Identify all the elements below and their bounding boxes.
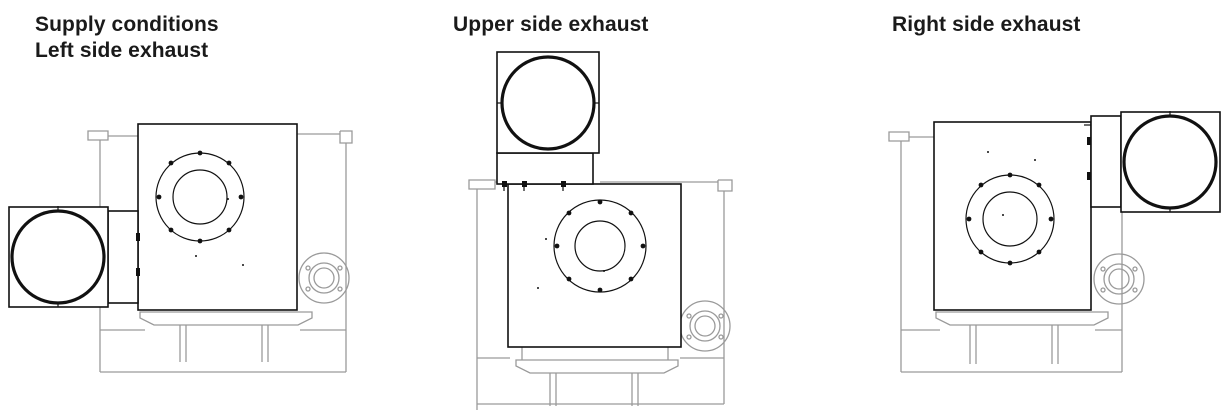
right-flange-bolts	[966, 172, 1054, 266]
left-connecting-duct	[107, 210, 139, 304]
right-frame-outline	[888, 131, 1145, 373]
supply-conditions-label: Supply conditions	[35, 13, 219, 36]
left-inner-port	[172, 169, 228, 225]
upper-exhaust-heading: Upper side exhaust	[453, 12, 649, 38]
left-exhaust-box	[8, 206, 109, 308]
right-exhaust-heading: Right side exhaust	[892, 12, 1081, 38]
right-connecting-duct	[1090, 115, 1122, 208]
upper-flange-bolts	[554, 199, 646, 293]
upper-frame-outline	[468, 179, 733, 410]
left-exhaust-heading: Supply conditions Left side exhaust	[35, 12, 219, 64]
right-exhaust-box	[1120, 111, 1221, 213]
left-side-exhaust-drawing	[8, 123, 353, 373]
upper-exhaust-box	[496, 51, 600, 154]
right-side-exhaust-label: Right side exhaust	[892, 13, 1081, 36]
right-side-exhaust-drawing	[888, 111, 1221, 373]
upper-connecting-duct	[496, 152, 594, 185]
upper-main-housing	[507, 183, 682, 348]
right-main-housing	[933, 121, 1092, 311]
left-frame-outline	[87, 130, 353, 373]
upper-inner-port	[574, 220, 626, 272]
left-side-exhaust-label: Left side exhaust	[35, 39, 209, 62]
upper-side-exhaust-label: Upper side exhaust	[453, 13, 649, 36]
upper-side-exhaust-drawing	[468, 51, 733, 410]
right-inner-port	[982, 191, 1038, 247]
left-flange-bolts	[156, 150, 244, 244]
